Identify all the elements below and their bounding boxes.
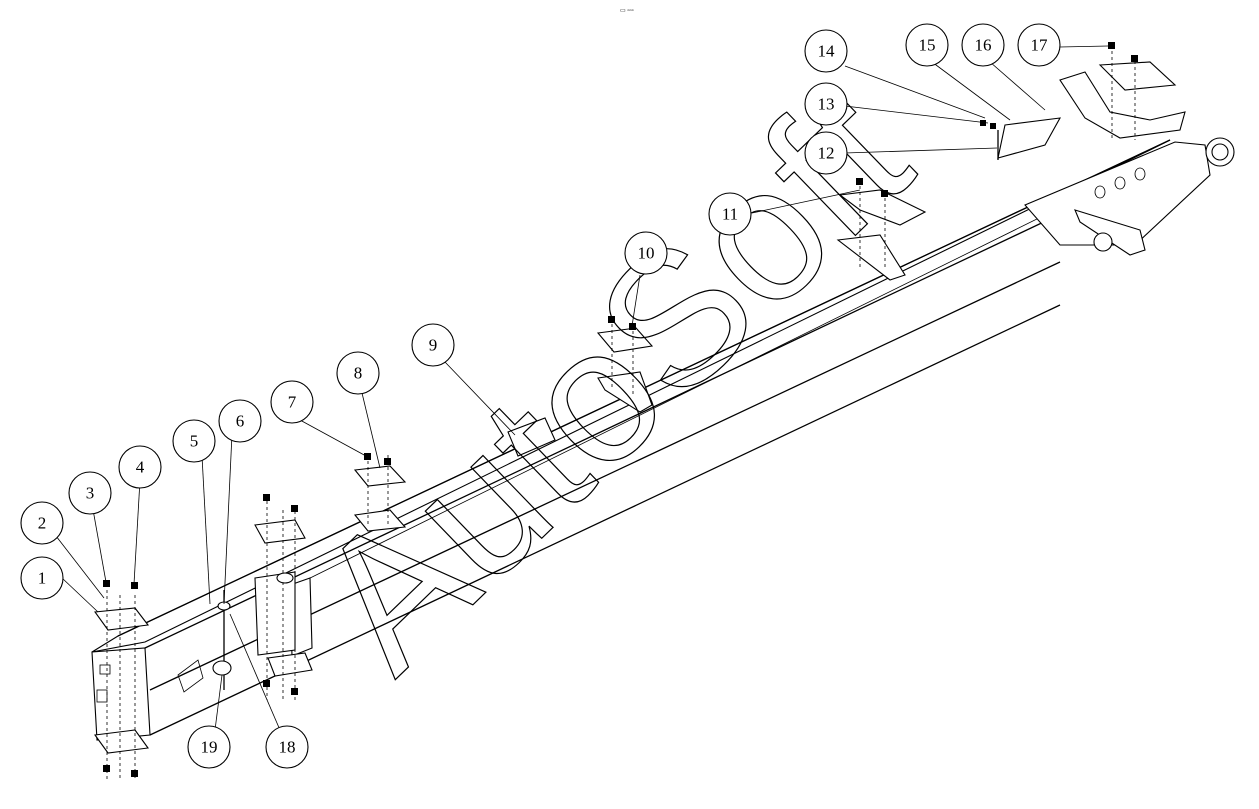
svg-text:18: 18	[279, 738, 296, 757]
svg-text:2: 2	[38, 514, 47, 533]
callout-13: 13	[804, 82, 848, 126]
svg-text:3: 3	[86, 484, 95, 503]
plates-and-bolts	[93, 42, 1177, 780]
callout-19: 19	[187, 725, 231, 769]
callout-8: 8	[336, 351, 380, 395]
callout-4: 4	[118, 445, 162, 489]
callout-10: 10	[624, 231, 668, 275]
callout-12: 12	[804, 131, 848, 175]
callout-17: 17	[1017, 23, 1061, 67]
svg-text:17: 17	[1031, 36, 1049, 55]
svg-text:13: 13	[818, 95, 835, 114]
svg-text:1: 1	[38, 569, 47, 588]
svg-text:12: 12	[818, 144, 835, 163]
svg-text:14: 14	[818, 42, 836, 61]
svg-text:7: 7	[288, 393, 297, 412]
callout-11: 11	[708, 192, 752, 236]
svg-text:8: 8	[354, 364, 363, 383]
callout-18: 18	[265, 725, 309, 769]
svg-text:4: 4	[136, 458, 145, 477]
svg-text:5: 5	[190, 432, 199, 451]
svg-text:6: 6	[236, 412, 245, 431]
callouts: 1 2 3 4 5 6 7 8 9 10 11 12 13 14 15 16 1…	[20, 23, 1061, 769]
svg-text:16: 16	[975, 36, 992, 55]
svg-text:11: 11	[722, 205, 738, 224]
callout-9: 9	[411, 323, 455, 367]
callout-15: 15	[905, 23, 949, 67]
leader-lines	[55, 45, 1109, 731]
svg-text:15: 15	[919, 36, 936, 55]
callout-6: 6	[218, 399, 262, 443]
svg-text:9: 9	[429, 336, 438, 355]
svg-text:19: 19	[201, 738, 218, 757]
callout-3: 3	[68, 471, 112, 515]
callout-14: 14	[804, 29, 848, 73]
hinge-head	[1024, 71, 1235, 256]
callout-2: 2	[20, 501, 64, 545]
callout-1: 1	[20, 556, 64, 600]
svg-text:10: 10	[638, 244, 655, 263]
callout-7: 7	[270, 380, 314, 424]
header-mark: ▭ ▫▫▫	[620, 8, 634, 14]
callout-5: 5	[172, 419, 216, 463]
callout-16: 16	[961, 23, 1005, 67]
